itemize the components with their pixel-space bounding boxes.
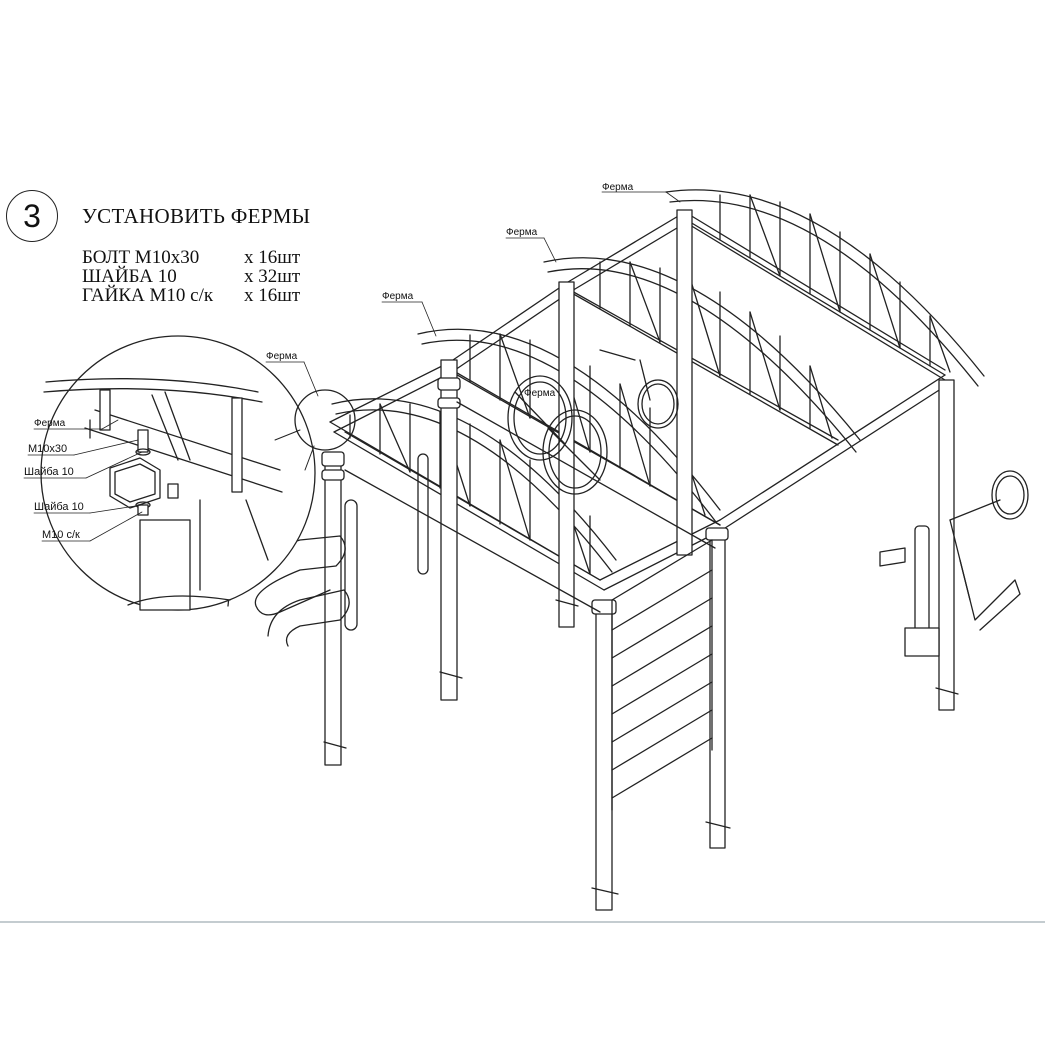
truss-label: Ферма — [524, 388, 556, 399]
parts-list: БОЛТ М10х30 х 16шт ШАЙБА 10 х 32шт ГАЙКА… — [82, 248, 300, 305]
washer-label-bottom: Шайба 10 — [34, 501, 84, 513]
wall-bars — [611, 539, 713, 811]
detail-truss-label: Ферма — [34, 418, 66, 429]
parts-list-item: БОЛТ М10х30 х 16шт — [82, 248, 300, 267]
washer-label-top: Шайба 10 — [24, 466, 74, 478]
wheels — [507, 349, 1029, 521]
bolt-label: М10х30 — [28, 443, 67, 455]
truss-third — [543, 257, 861, 453]
nut-label: М10 с/к — [42, 529, 80, 541]
label-leaders — [265, 191, 681, 397]
side-trainer — [879, 519, 1021, 657]
part-name: ГАЙКА М10 с/к — [82, 285, 214, 306]
truss-back — [665, 189, 985, 387]
part-qty: х 16шт — [244, 247, 301, 268]
part-name: БОЛТ М10х30 — [82, 247, 200, 268]
step-title: УСТАНОВИТЬ ФЕРМЫ — [82, 204, 311, 228]
truss-label: Ферма — [382, 291, 414, 302]
part-qty: х 32шт — [244, 266, 301, 287]
part-qty: х 16шт — [244, 285, 301, 306]
detail-callout — [23, 335, 356, 611]
back-bars — [344, 401, 716, 613]
truss-label: Ферма — [506, 227, 538, 238]
text-labels: Ферма Ферма Ферма Ферма Ферма Ферма М10х… — [24, 182, 634, 541]
part-name: ШАЙБА 10 — [82, 266, 177, 287]
truss-label: Ферма — [266, 351, 298, 362]
truss-label: Ферма — [602, 182, 634, 193]
parts-list-item: ГАЙКА М10 с/к х 16шт — [82, 286, 300, 305]
step-number: 3 — [6, 190, 58, 242]
parts-list-item: ШАЙБА 10 х 32шт — [82, 267, 300, 286]
